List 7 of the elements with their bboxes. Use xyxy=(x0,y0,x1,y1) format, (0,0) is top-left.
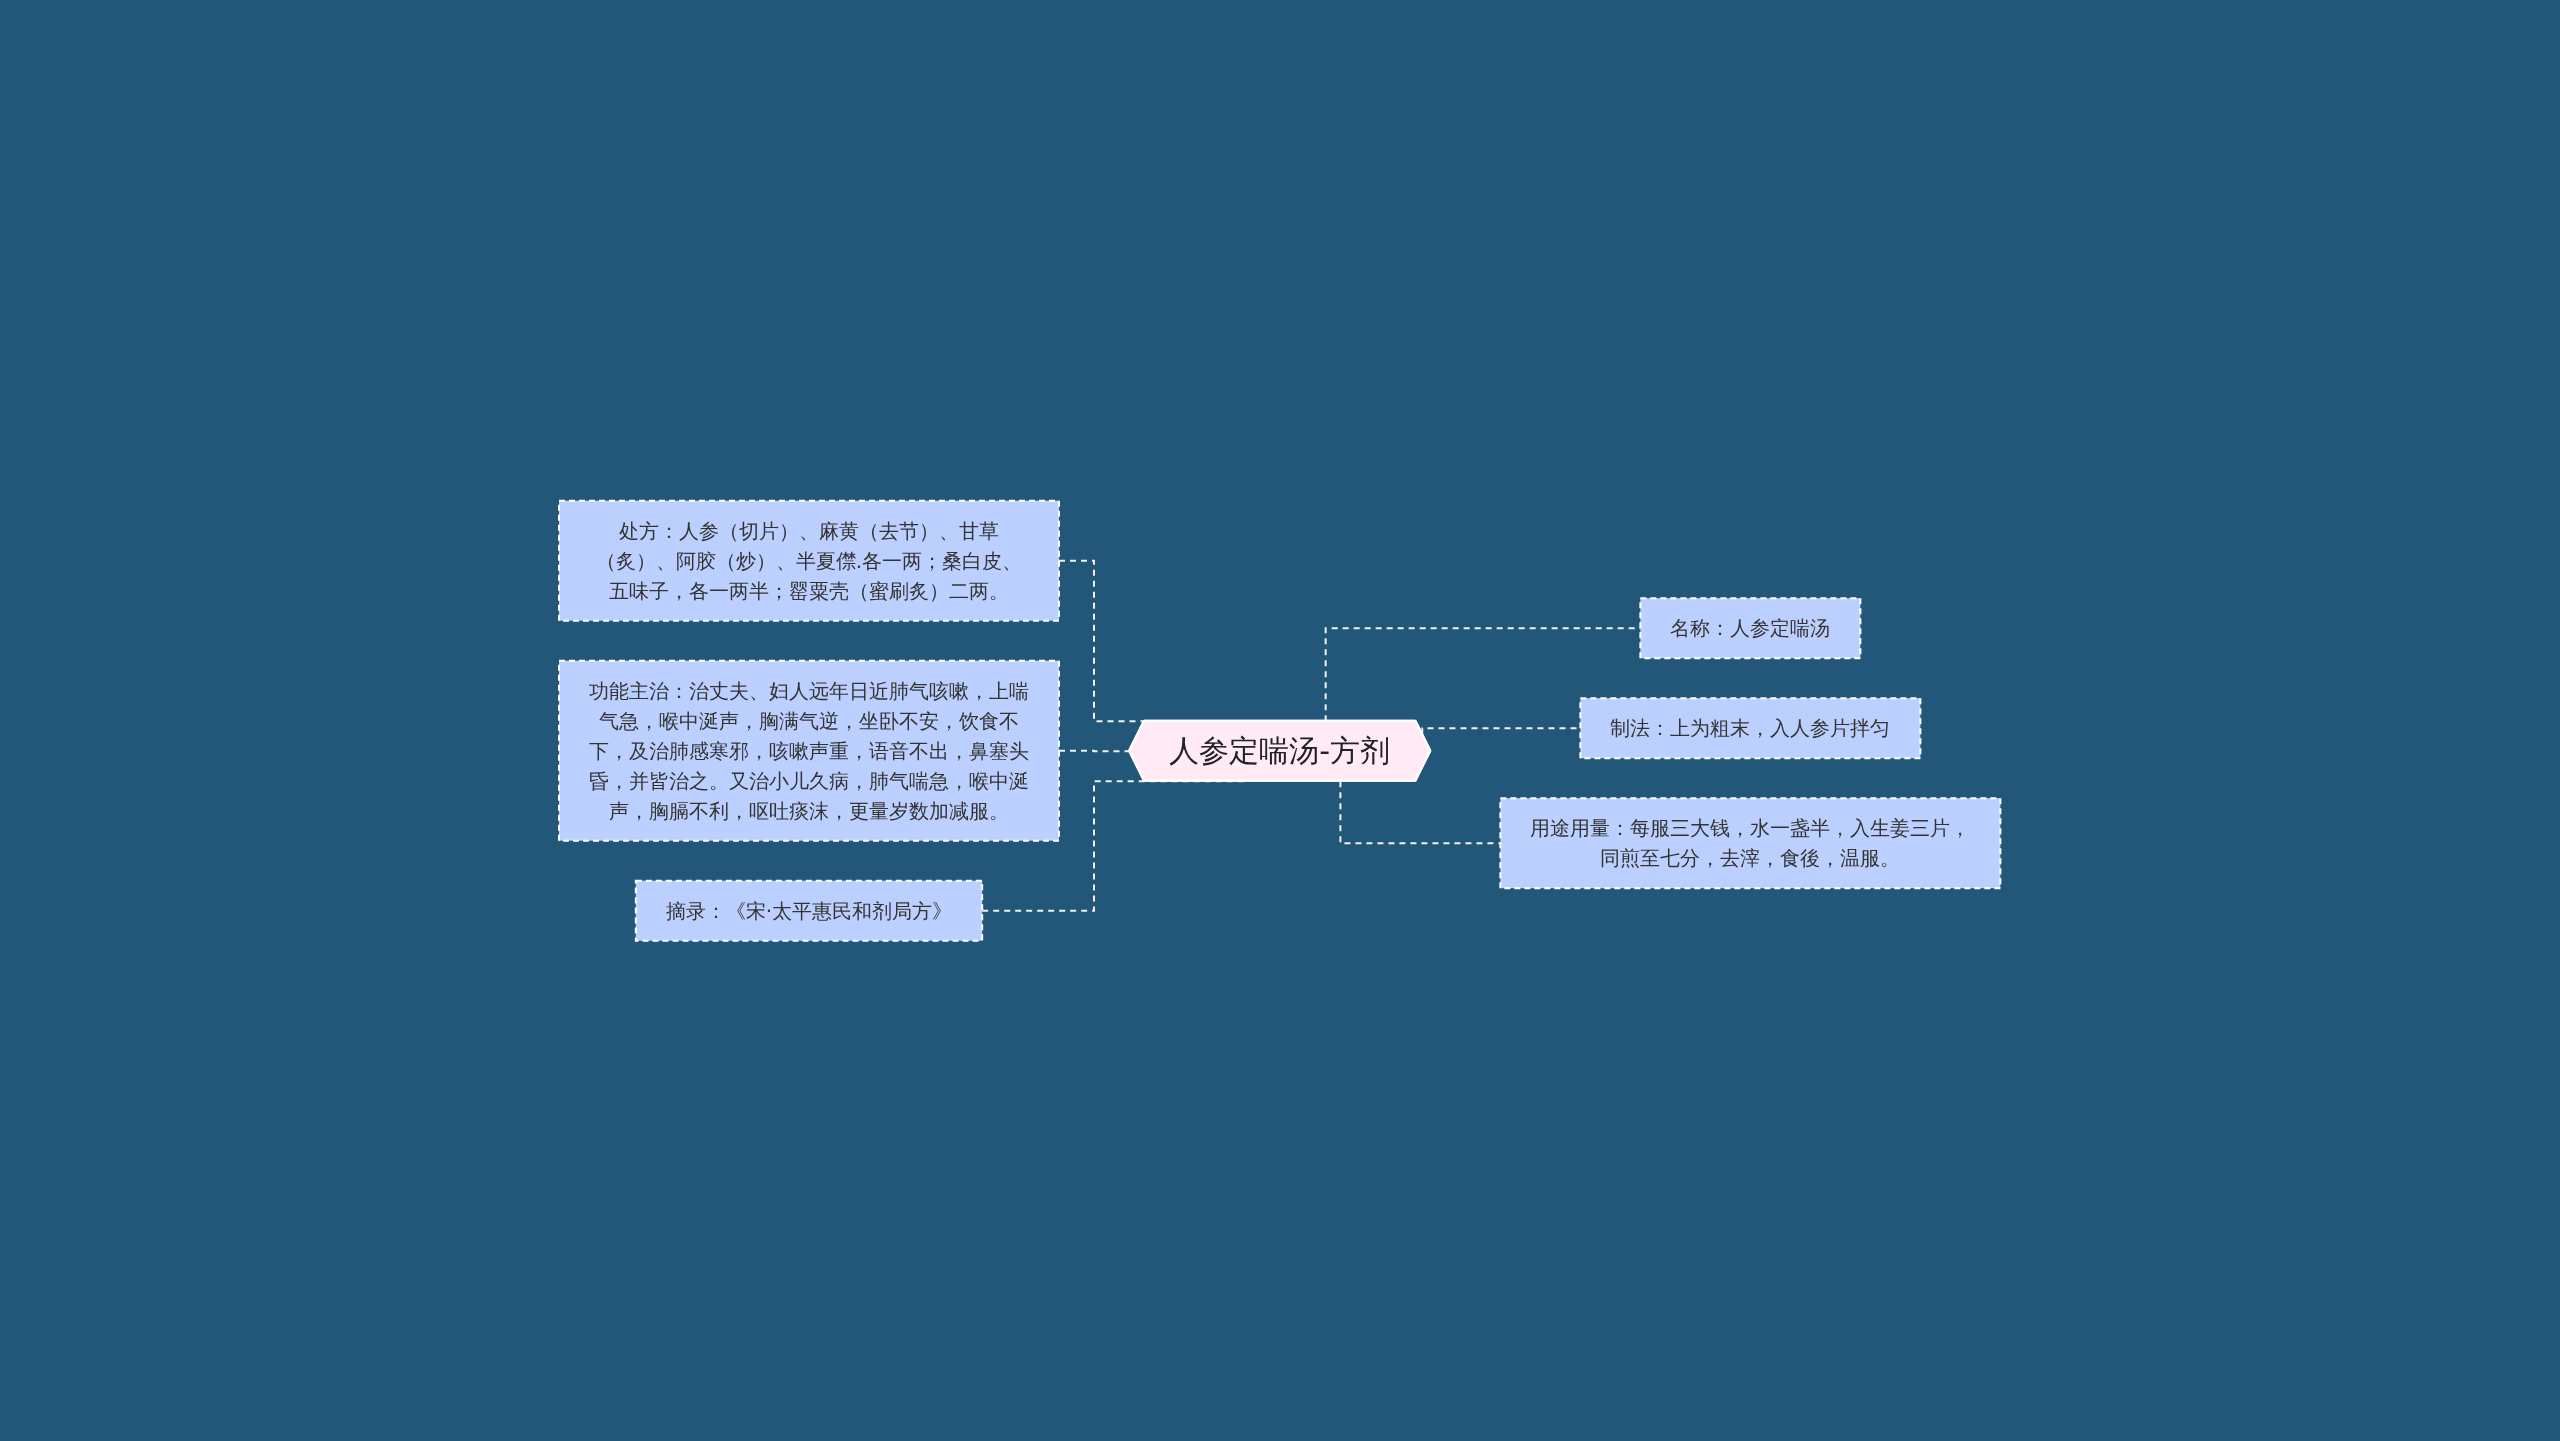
node-box: 名称：人参定喘汤 xyxy=(1639,597,1862,659)
node-box: 用途用量：每服三大钱，水一盏半，入生姜三片，同煎至七分，去滓，食後，温服。 xyxy=(1499,797,2002,889)
node-box: 功能主治：治丈夫、妇人远年日近肺气咳嗽，上喘气急，喉中涎声，胸满气逆，坐卧不安，饮食不下，及治肺感寒邪，咳嗽声重，语音不出，鼻塞头昏，并皆治之。又治小儿久病，肺气喘急，喉中涎声，胸膈不利，呕吐痰沫，更量岁数加减服。 xyxy=(558,659,1061,842)
node-box: 处方：人参（切片）、麻黄（去节）、甘草（炙）、阿胶（炒）、半夏僸.各一两；桑白皮、五味子，各一两半；罂粟壳（蜜刷炙）二两。 xyxy=(558,499,1061,622)
connector xyxy=(1339,780,1502,844)
node-box: 摘录：《宋·太平惠民和剂局方》 xyxy=(635,879,984,942)
node-box: 制法：上为粗末，入人参片拌匀 xyxy=(1579,697,1922,759)
